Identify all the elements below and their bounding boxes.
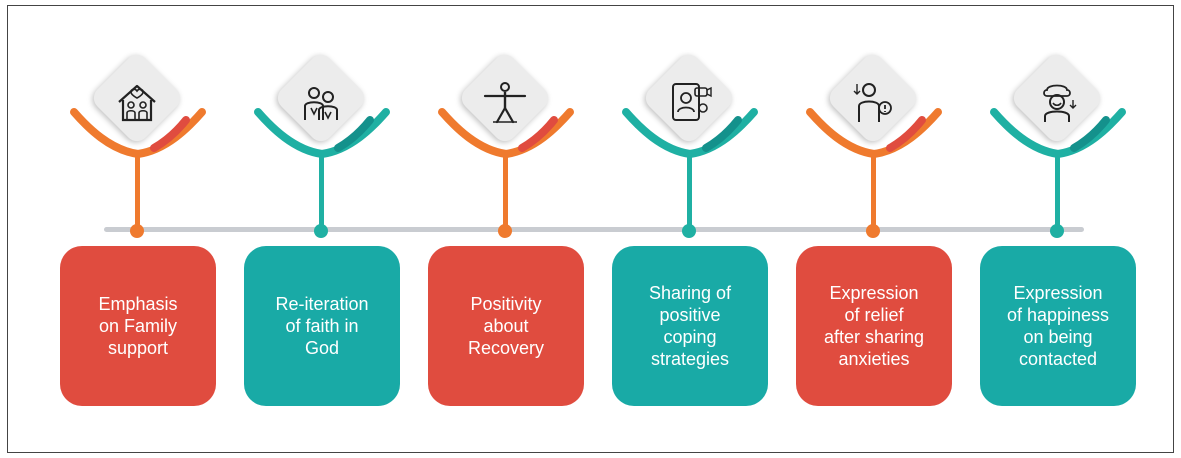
timeline-line xyxy=(104,227,1084,232)
step-label-card: Emphasis on Family support xyxy=(60,246,216,406)
step-positivity-recovery: Positivity about Recovery xyxy=(414,0,598,458)
timeline-dot xyxy=(498,224,512,238)
praying-people-icon xyxy=(304,87,338,120)
step-label-card: Sharing of positive coping strategies xyxy=(612,246,768,406)
family-house-icon xyxy=(118,84,156,122)
step-faith-in-god: Re-iteration of faith in God xyxy=(230,0,414,458)
connector-stem xyxy=(135,150,140,229)
step-label-card: Re-iteration of faith in God xyxy=(244,246,400,406)
timeline-dot xyxy=(682,224,696,238)
step-coping-strategies: Sharing of positive coping strategies xyxy=(598,0,782,458)
step-label-card: Expression of happiness on being contact… xyxy=(980,246,1136,406)
connector-stem xyxy=(871,150,876,229)
step-label-card: Expression of relief after sharing anxie… xyxy=(796,246,952,406)
step-family-support: Emphasis on Family support xyxy=(46,0,230,458)
happy-person-icon xyxy=(1043,84,1077,122)
connector-stem xyxy=(503,150,508,229)
timeline-dot xyxy=(314,224,328,238)
step-expression-happiness: Expression of happiness on being contact… xyxy=(966,0,1150,458)
timeline-dot xyxy=(130,224,144,238)
person-thinking-icon xyxy=(853,83,892,122)
connector-stem xyxy=(687,150,692,229)
stretching-person-icon xyxy=(483,82,527,124)
video-call-icon xyxy=(672,83,712,121)
step-label-card: Positivity about Recovery xyxy=(428,246,584,406)
timeline-dot xyxy=(866,224,880,238)
step-expression-relief: Expression of relief after sharing anxie… xyxy=(782,0,966,458)
connector-stem xyxy=(319,150,324,229)
connector-stem xyxy=(1055,150,1060,229)
timeline-dot xyxy=(1050,224,1064,238)
